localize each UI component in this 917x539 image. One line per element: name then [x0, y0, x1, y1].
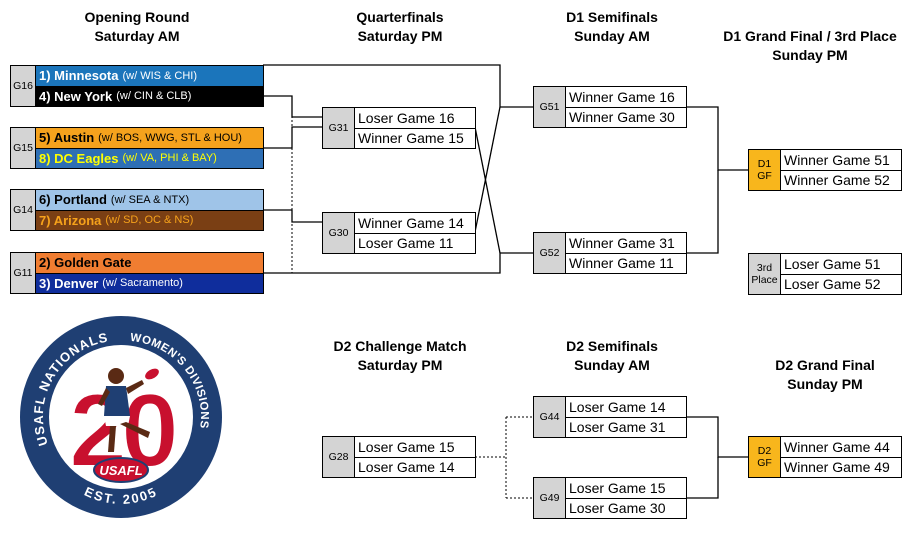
slot-text: Winner Game 15 — [355, 127, 475, 149]
game-id: G30 — [323, 213, 355, 253]
slot-text: Winner Game 11 — [566, 252, 686, 274]
game-id: G51 — [534, 87, 566, 127]
game-g11: G11 2) Golden Gate 3) Denver(w/ Sacramen… — [10, 252, 264, 294]
slot-text: Winner Game 31 — [569, 234, 675, 251]
team-slot: 4) New York(w/ CIN & CLB) — [36, 85, 263, 106]
slot-text: Loser Game 11 — [355, 232, 475, 254]
game-id: G44 — [534, 397, 566, 437]
game-d1-grand-final: D1 GF Winner Game 51 Winner Game 52 — [748, 149, 902, 191]
slot-text: Winner Game 44 — [784, 438, 890, 455]
team-slot: 3) Denver(w/ Sacramento) — [36, 272, 263, 293]
game-id: G11 — [11, 253, 36, 293]
game-g51: G51 Winner Game 16 Winner Game 30 — [533, 86, 687, 128]
game-id: G14 — [11, 190, 36, 230]
game-third-place: 3rd Place Loser Game 51 Loser Game 52 — [748, 253, 902, 295]
game-id: G52 — [534, 233, 566, 273]
game-g49: G49 Loser Game 15 Loser Game 30 — [533, 477, 687, 519]
slot-text: Loser Game 31 — [566, 416, 686, 438]
game-g28: G28 Loser Game 15 Loser Game 14 — [322, 436, 476, 478]
header-d2-grand-final: D2 Grand Final Sunday PM — [745, 356, 905, 394]
header-title: Opening Round — [84, 9, 190, 25]
header-d2-challenge: D2 Challenge Match Saturday PM — [310, 337, 490, 375]
game-id: D1 GF — [749, 150, 781, 190]
game-g44: G44 Loser Game 14 Loser Game 31 — [533, 396, 687, 438]
game-id: G16 — [11, 66, 36, 106]
slot-text: Loser Game 52 — [781, 273, 901, 295]
slot-text: Loser Game 51 — [784, 255, 881, 272]
header-day: Saturday PM — [357, 357, 443, 373]
game-g14: G14 6) Portland(w/ SEA & NTX) 7) Arizona… — [10, 189, 264, 231]
slot-text: Loser Game 14 — [355, 456, 475, 478]
slot-text: Winner Game 49 — [781, 456, 901, 478]
header-title: Quarterfinals — [356, 9, 444, 25]
game-id: G31 — [323, 108, 355, 148]
header-day: Saturday AM — [94, 28, 180, 44]
team-slot: 5) Austin(w/ BOS, WWG, STL & HOU) — [36, 128, 263, 148]
team-slot: 2) Golden Gate — [36, 253, 263, 273]
team-slot: 7) Arizona(w/ SD, OC & NS) — [36, 209, 263, 230]
badge-text: USAFL — [99, 463, 142, 478]
header-d1-grand-final: D1 Grand Final / 3rd Place Sunday PM — [705, 27, 915, 65]
game-id: G49 — [534, 478, 566, 518]
header-title: D2 Semifinals — [566, 338, 658, 354]
game-id: 3rd Place — [749, 254, 781, 294]
game-d2-grand-final: D2 GF Winner Game 44 Winner Game 49 — [748, 436, 902, 478]
player-figure — [98, 367, 160, 452]
game-g15: G15 5) Austin(w/ BOS, WWG, STL & HOU) 8)… — [10, 127, 264, 169]
header-day: Sunday AM — [574, 357, 650, 373]
slot-text: Winner Game 52 — [781, 169, 901, 191]
slot-text: Loser Game 16 — [358, 109, 455, 126]
header-title: D1 Semifinals — [566, 9, 658, 25]
header-d2-semifinals: D2 Semifinals Sunday AM — [532, 337, 692, 375]
usafl-badge: USAFL — [93, 457, 149, 483]
slot-text: Winner Game 30 — [566, 106, 686, 128]
slot-text: Winner Game 16 — [569, 88, 675, 105]
game-g52: G52 Winner Game 31 Winner Game 11 — [533, 232, 687, 274]
header-day: Sunday AM — [574, 28, 650, 44]
team-slot: 6) Portland(w/ SEA & NTX) — [36, 190, 263, 210]
header-day: Saturday PM — [357, 28, 443, 44]
slot-text: Loser Game 30 — [566, 497, 686, 519]
slot-text: Loser Game 14 — [569, 398, 666, 415]
team-slot: 1) Minnesota(w/ WIS & CHI) — [36, 66, 263, 86]
game-id: G15 — [11, 128, 36, 168]
game-id: D2 GF — [749, 437, 781, 477]
header-title: D2 Grand Final — [775, 357, 875, 373]
header-opening-round: Opening Round Saturday AM — [47, 8, 227, 46]
header-quarterfinals: Quarterfinals Saturday PM — [320, 8, 480, 46]
slot-text: Loser Game 15 — [358, 438, 455, 455]
team-slot: 8) DC Eagles(w/ VA, PHI & BAY) — [36, 147, 263, 168]
game-g31: G31 Loser Game 16 Winner Game 15 — [322, 107, 476, 149]
slot-text: Loser Game 15 — [569, 479, 666, 496]
usafl-nationals-logo: USAFL NATIONALS WOMEN'S DIVISIONS EST. 2… — [20, 316, 222, 518]
header-day: Sunday PM — [772, 47, 848, 63]
game-g16: G16 1) Minnesota(w/ WIS & CHI) 4) New Yo… — [10, 65, 264, 107]
game-g30: G30 Winner Game 14 Loser Game 11 — [322, 212, 476, 254]
slot-text: Winner Game 14 — [358, 214, 464, 231]
header-day: Sunday PM — [787, 376, 863, 392]
header-d1-semifinals: D1 Semifinals Sunday AM — [532, 8, 692, 46]
slot-text: Winner Game 51 — [784, 151, 890, 168]
header-title: D2 Challenge Match — [333, 338, 467, 354]
game-id: G28 — [323, 437, 355, 477]
header-title: D1 Grand Final / 3rd Place — [723, 28, 897, 44]
